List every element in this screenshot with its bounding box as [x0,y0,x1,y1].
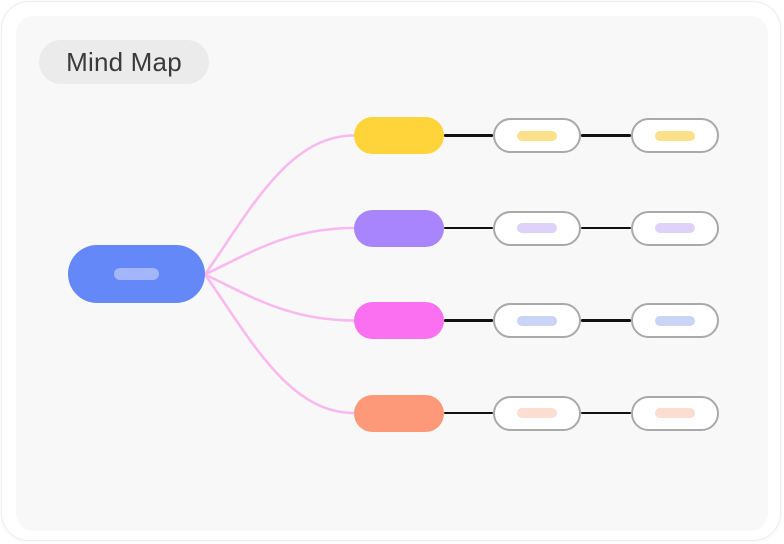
mind-map-title-badge: Mind Map [39,40,209,84]
branch-orange [354,394,444,432]
connector-line [444,226,493,230]
connector-line [581,226,631,230]
child-node-bar [517,223,557,233]
branch-pink-child [631,303,719,338]
connector-line [444,319,493,322]
connector-line [444,411,493,415]
child-node-bar [655,130,695,141]
child-node-bar [517,315,557,326]
branch-yellow [354,117,444,154]
connector-line [581,134,631,137]
branch-pink-child [493,303,581,338]
connector-line [581,411,631,415]
branch-curve [203,134,356,276]
branch-yellow-child [493,118,581,153]
branch-orange-child [631,395,719,431]
branch-curve [203,273,356,322]
child-node-bar [655,408,695,418]
mind-map-canvas: Mind Map [16,16,768,531]
branch-orange-child [493,395,581,431]
root-node [68,245,205,303]
child-node-bar [517,130,557,141]
mind-map-title: Mind Map [66,46,182,77]
branch-pink [354,302,444,339]
branch-purple-child [631,210,719,246]
child-node-bar [655,223,695,233]
child-node-bar [655,315,695,326]
branch-curve [203,273,356,415]
child-node-bar [517,408,557,418]
branch-yellow-child [631,118,719,153]
branch-purple [354,209,444,247]
branch-curve [203,226,356,276]
connector-line [444,134,493,137]
branch-purple-child [493,210,581,246]
connector-line [581,319,631,322]
root-node-bar [114,268,159,280]
